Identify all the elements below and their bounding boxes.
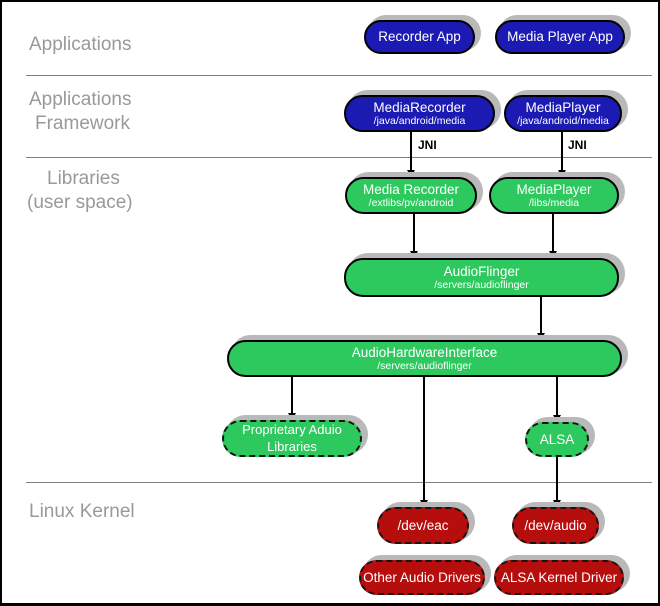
arrowhead-icon [553,500,561,507]
divider-applications-framework [26,75,652,76]
section-label-text: (user space) [27,192,133,213]
node-path: /extlibs/pv/android [368,197,454,210]
node-audioflinger: AudioFlinger /servers/audioflinger [344,258,619,297]
jni-label-right: JNI [568,138,587,152]
node-label: ALSA [539,431,575,447]
connector-ahi-to-dev-eac [420,377,428,507]
node-label: MediaPlayer [516,181,592,197]
node-other-audio-drivers: Other Audio Drivers [359,560,485,595]
section-label-libraries-user-space: Libraries (user space) [27,167,133,215]
node-recorder-app: Recorder App [364,20,475,54]
arrowhead-icon [410,251,418,258]
node-label: ALSA Kernel Driver [500,569,618,585]
node-label: AudioFlinger [443,263,520,279]
arrowhead-icon [558,170,566,177]
node-label: Media Player App [507,29,613,45]
connector-mediarecorder-to-audioflinger [410,214,418,258]
section-label-text: Framework [35,113,131,134]
node-proprietary-audio-libraries: Proprietary Aduio Libraries [222,420,362,457]
section-label-text: Applications [29,89,132,110]
connector-audioflinger-to-ahi [537,297,545,340]
section-label-applications: Applications [29,33,131,57]
arrowhead-icon [553,415,561,422]
node-label: Recorder App [378,29,461,45]
node-path: /servers/audioflinger [434,279,529,292]
node-mediaplayer-library: MediaPlayer /libs/media [489,177,619,214]
divider-framework-libraries [26,157,652,158]
node-path: /java/android/media [517,115,609,128]
node-label: AudioHardwareInterface [351,344,498,360]
section-label-applications-framework: Applications Framework [29,88,131,136]
connector-mediaplayer-to-audioflinger [549,214,557,258]
connector-alsa-to-dev-audio [553,457,561,507]
connector-mediaplayer-jni [558,132,566,177]
arrowhead-icon [420,500,428,507]
node-media-player-app: Media Player App [495,20,625,54]
arrowhead-icon [407,170,415,177]
section-label-text: Libraries [47,168,120,189]
node-path: /servers/audioflinger [377,360,472,373]
connector-mediarecorder-jni [407,132,415,177]
node-mediarecorder-framework: MediaRecorder /java/android/media [344,95,495,132]
node-label: /dev/audio [524,517,587,533]
connector-ahi-to-alsa [553,377,561,422]
arrowhead-icon [537,333,545,340]
node-alsa-kernel-driver: ALSA Kernel Driver [494,560,624,595]
node-label: /dev/eac [397,517,449,533]
node-dev-eac: /dev/eac [377,507,469,544]
section-label-text: Applications [29,34,132,55]
arrowhead-icon [288,413,296,420]
node-label: Other Audio Drivers [363,569,481,585]
node-media-recorder-library: Media Recorder /extlibs/pv/android [345,177,477,214]
node-audiohardwareinterface: AudioHardwareInterface /servers/audiofli… [227,340,622,377]
connector-ahi-to-proprietary [288,377,296,420]
arrowhead-icon [549,251,557,258]
jni-label-left: JNI [418,138,437,152]
section-label-linux-kernel: Linux Kernel [29,500,135,524]
node-path: /libs/media [528,197,580,210]
node-label: Proprietary Aduio Libraries [242,422,342,454]
node-path: /java/android/media [373,115,466,128]
node-mediaplayer-framework: MediaPlayer /java/android/media [504,95,622,132]
divider-libraries-kernel [26,482,652,483]
section-label-text: Linux Kernel [29,501,135,522]
node-label: MediaPlayer [525,99,601,115]
node-alsa: ALSA [525,422,589,457]
node-dev-audio: /dev/audio [512,507,599,544]
node-label: MediaRecorder [373,99,466,115]
node-label: Media Recorder [362,181,460,197]
